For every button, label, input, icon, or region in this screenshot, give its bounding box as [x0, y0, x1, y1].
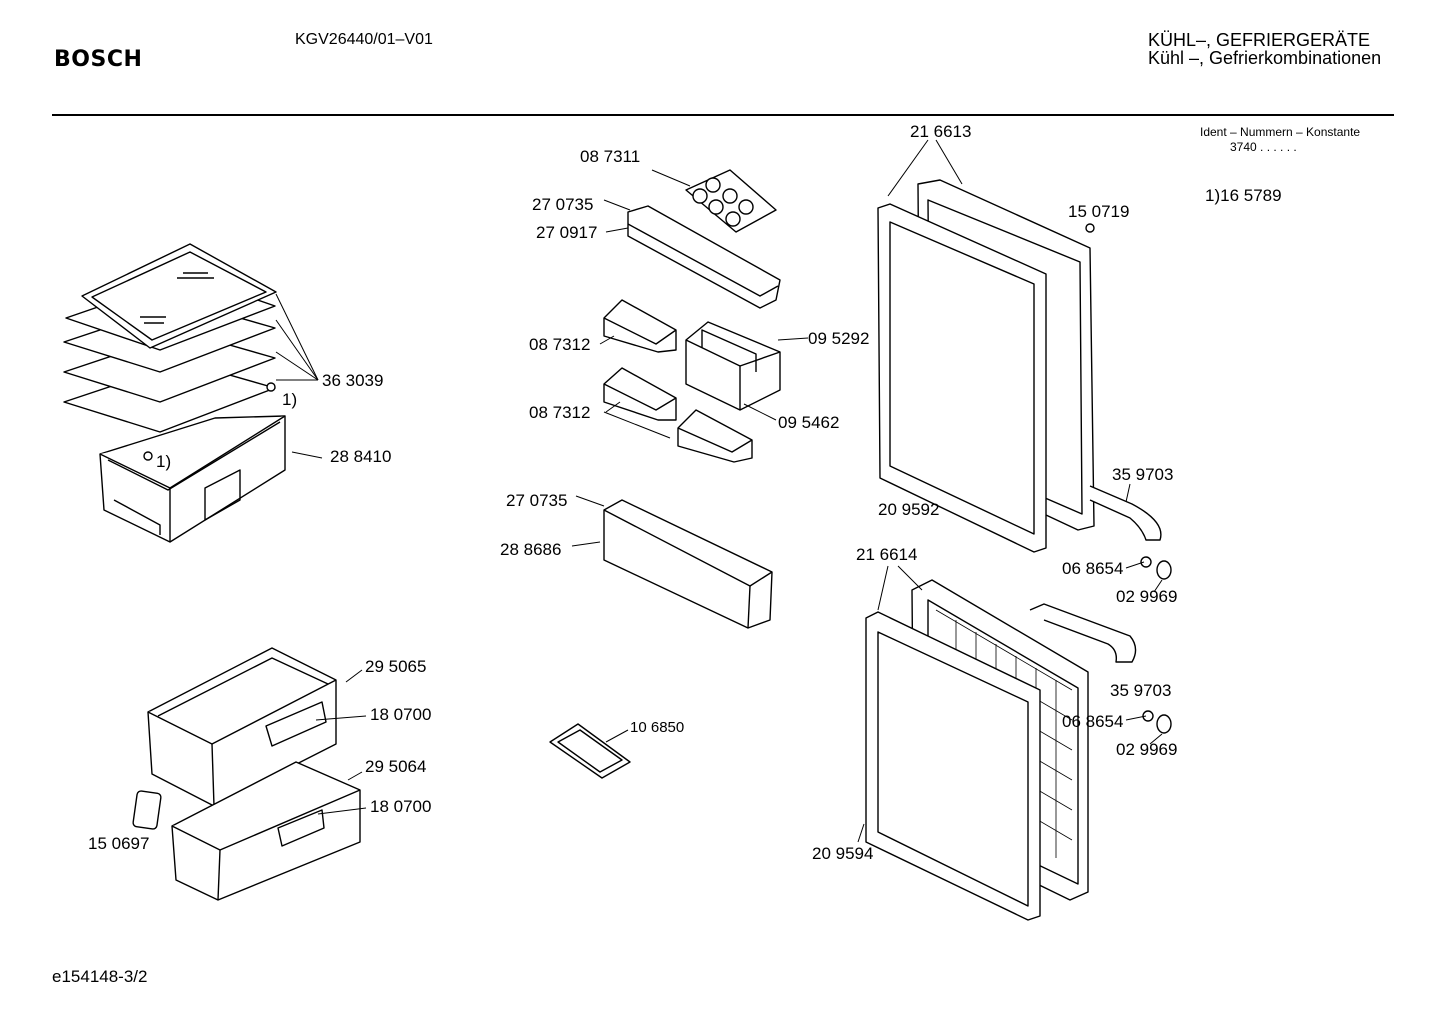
callout-15-0697: 15 0697: [88, 834, 150, 853]
callout-36-3039: 36 3039: [322, 371, 384, 390]
callout-20-9592: 20 9592: [878, 500, 940, 519]
callout-28-8410: 28 8410: [330, 447, 392, 466]
crisper-box: [100, 416, 285, 542]
model-number: KGV26440/01–V01: [295, 31, 433, 48]
callout-35-9703: 35 9703: [1112, 465, 1174, 484]
fridge-door-gasket: [878, 204, 1046, 552]
callout-note-marker: 1): [156, 452, 172, 471]
brand-logo: BOSCH: [54, 47, 143, 72]
callout-note-marker: 1): [282, 390, 298, 409]
butter-bin: [604, 300, 676, 352]
callout-21-6613: 21 6613: [910, 122, 972, 141]
ice-cube-tray: [550, 724, 630, 778]
callout-09-5462: 09 5462: [778, 413, 840, 432]
callout-06-8654: 06 8654: [1062, 559, 1124, 578]
hinge-cap: [1086, 224, 1094, 232]
cover-cap: [1157, 715, 1171, 733]
category-title: KÜHL–, GEFRIERGERÄTE: [1148, 30, 1371, 50]
leader-lines: [276, 140, 1162, 842]
door-shelf-upper: [628, 206, 780, 308]
drawer-seal: [133, 791, 162, 830]
screw: [1141, 557, 1151, 567]
callout-08-7312: 08 7312: [529, 335, 591, 354]
freezer-drawer-lower: [172, 762, 360, 900]
callout-02-9969: 02 9969: [1116, 740, 1178, 759]
callout-20-9594: 20 9594: [812, 844, 874, 863]
footnote-part: 1)16 5789: [1205, 186, 1282, 205]
callout-27-0735: 27 0735: [532, 195, 594, 214]
freezer-door-gasket: [866, 612, 1040, 920]
glass-shelf-top: [82, 244, 276, 348]
callout-29-5064: 29 5064: [365, 757, 427, 776]
callout-02-9969: 02 9969: [1116, 587, 1178, 606]
door-handle-lower: [1030, 604, 1136, 662]
callout-09-5292: 09 5292: [808, 329, 870, 348]
callout-10-6850: 10 6850: [630, 719, 685, 736]
cover-cap: [1157, 561, 1171, 579]
callout-08-7311: 08 7311: [580, 147, 641, 166]
callout-18-0700: 18 0700: [370, 797, 432, 816]
callout-28-8686: 28 8686: [500, 540, 562, 559]
door-shelf-lower: [604, 500, 772, 628]
butter-bin: [678, 410, 752, 462]
door-handle-upper: [1090, 486, 1161, 540]
callout-29-5065: 29 5065: [365, 657, 427, 676]
ident-title: Ident – Nummern – Konstante: [1200, 125, 1361, 139]
callout-27-0917: 27 0917: [536, 223, 598, 242]
callout-27-0735: 27 0735: [506, 491, 568, 510]
egg-tray: [686, 170, 776, 232]
callout-06-8654: 06 8654: [1062, 712, 1124, 731]
callout-08-7312: 08 7312: [529, 403, 591, 422]
callout-35-9703: 35 9703: [1110, 681, 1172, 700]
header-rule: [52, 114, 1394, 116]
dairy-compartment: [686, 322, 780, 410]
glass-shelf-group: [64, 244, 276, 432]
category-subtitle: Kühl –, Gefrierkombinationen: [1148, 48, 1382, 68]
callout-21-6614: 21 6614: [856, 545, 918, 564]
callout-18-0700: 18 0700: [370, 705, 432, 724]
document-id: e154148-3/2: [52, 967, 148, 986]
ident-value: 3740 . . . . . .: [1230, 140, 1297, 154]
butter-bin: [604, 368, 676, 420]
screw: [1143, 711, 1153, 721]
callout-15-0719: 15 0719: [1068, 202, 1130, 221]
